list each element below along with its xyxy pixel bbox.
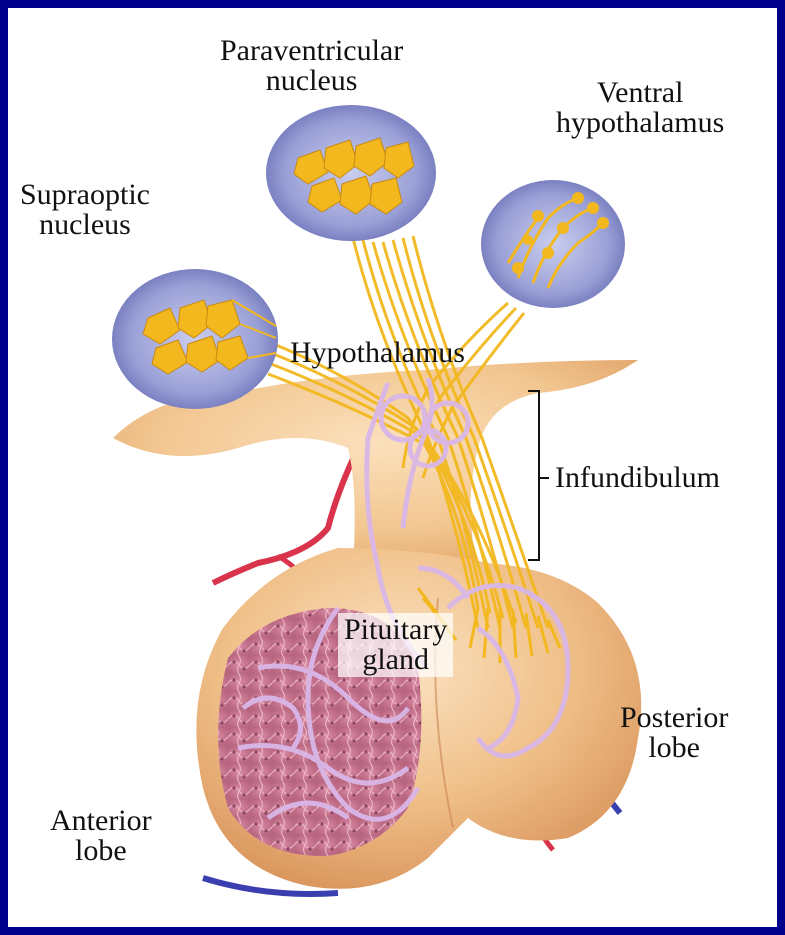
pituitary-gland-label: Pituitary gland bbox=[338, 613, 453, 677]
pituitary-line-1: Pituitary bbox=[344, 615, 447, 645]
posterior-line-2: lobe bbox=[620, 733, 728, 763]
paraventricular-line-2: nucleus bbox=[220, 66, 403, 96]
paraventricular-nucleus-oval bbox=[266, 105, 436, 241]
anterior-line-2: lobe bbox=[50, 836, 152, 866]
infundibulum-bracket bbox=[528, 391, 549, 560]
supraoptic-nucleus-oval bbox=[112, 269, 278, 409]
pituitary-line-2: gland bbox=[344, 645, 447, 675]
posterior-lobe-label: Posterior lobe bbox=[620, 703, 728, 763]
ventral-line-2: hypothalamus bbox=[556, 108, 724, 138]
supraoptic-nucleus-label: Supraoptic nucleus bbox=[20, 180, 150, 240]
ventral-hypothalamus-oval bbox=[481, 180, 625, 308]
posterior-line-1: Posterior bbox=[620, 703, 728, 733]
anterior-line-1: Anterior bbox=[50, 806, 152, 836]
hypothalamus-label: Hypothalamus bbox=[290, 338, 465, 368]
paraventricular-nucleus-label: Paraventricular nucleus bbox=[220, 36, 403, 96]
paraventricular-line-1: Paraventricular bbox=[220, 36, 403, 66]
ventral-line-1: Ventral bbox=[556, 78, 724, 108]
anterior-lobe-label: Anterior lobe bbox=[50, 806, 152, 866]
supraoptic-line-2: nucleus bbox=[20, 210, 150, 240]
supraoptic-line-1: Supraoptic bbox=[20, 180, 150, 210]
infundibulum-label: Infundibulum bbox=[555, 463, 720, 493]
diagram-panel: Paraventricular nucleus Ventral hypothal… bbox=[8, 8, 777, 927]
ventral-hypothalamus-label: Ventral hypothalamus bbox=[556, 78, 724, 138]
